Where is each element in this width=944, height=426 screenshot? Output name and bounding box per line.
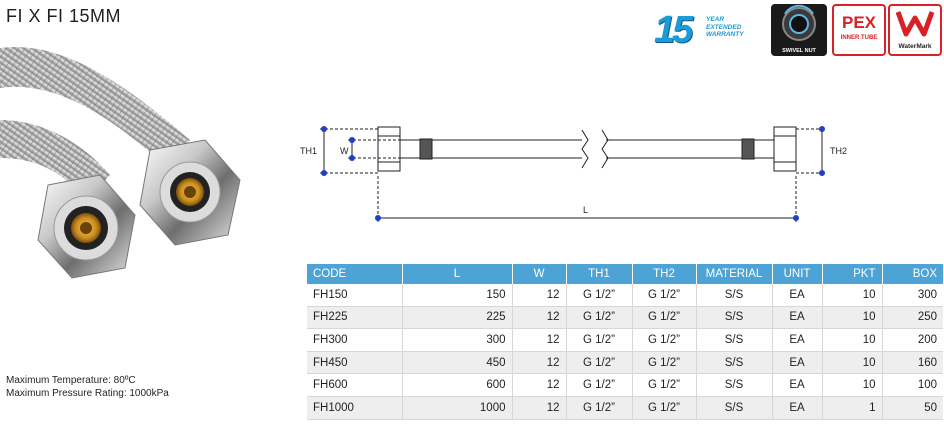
cell-material: S/S (696, 306, 773, 330)
cell-th1: G 1/2” (566, 284, 633, 307)
cell-code: FH150 (307, 284, 403, 307)
cell-th1: G 1/2” (566, 396, 633, 420)
warranty-text-line: YEAR (706, 16, 725, 23)
cell-unit: EA (772, 351, 823, 375)
max-pressure: Maximum Pressure Rating: 1000kPa (6, 388, 169, 399)
cell-pkt: 10 (822, 328, 883, 352)
th2-label: TH2 (830, 146, 847, 156)
cell-th1: G 1/2” (566, 351, 633, 375)
cell-th1: G 1/2” (566, 306, 633, 330)
cell-box: 160 (882, 351, 943, 375)
column-header-th1: TH1 (566, 264, 633, 284)
pex-sub-label: INNER TUBE (840, 35, 878, 41)
warranty-text: YEAR EXTENDED WARRANTY (706, 16, 764, 39)
cell-l: 300 (402, 328, 513, 352)
th1-label: TH1 (300, 146, 317, 156)
column-header-pkt: PKT (822, 264, 883, 284)
cell-code: FH225 (307, 306, 403, 330)
cell-w: 12 (512, 351, 567, 375)
cell-pkt: 10 (822, 306, 883, 330)
cell-w: 12 (512, 328, 567, 352)
cell-box: 300 (882, 284, 943, 307)
swivel-nut-label: SWIVEL NUT (782, 48, 816, 54)
cell-l: 600 (402, 373, 513, 397)
cell-material: S/S (696, 373, 773, 397)
cell-material: S/S (696, 328, 773, 352)
cell-unit: EA (772, 306, 823, 330)
cell-w: 12 (512, 396, 567, 420)
cell-l: 450 (402, 351, 513, 375)
specifications: Maximum Temperature: 80ºC Maximum Pressu… (6, 374, 169, 400)
cell-th1: G 1/2” (566, 373, 633, 397)
cell-w: 12 (512, 373, 567, 397)
cell-code: FH600 (307, 373, 403, 397)
watermark-badge: WaterMark (888, 4, 942, 56)
cell-th2: G 1/2” (632, 351, 697, 375)
l-label: L (583, 205, 588, 215)
cell-pkt: 10 (822, 351, 883, 375)
w-label: W (340, 146, 349, 156)
cell-code: FH300 (307, 328, 403, 352)
cell-l: 1000 (402, 396, 513, 420)
column-header-w: W (512, 264, 567, 284)
warranty-number: 15 (654, 9, 693, 51)
column-header-material: MATERIAL (696, 264, 773, 284)
cell-box: 100 (882, 373, 943, 397)
cell-th2: G 1/2” (632, 284, 697, 307)
cell-th2: G 1/2” (632, 396, 697, 420)
cell-unit: EA (772, 373, 823, 397)
page-title: FI X FI 15MM (6, 6, 122, 26)
pex-label: PEX (841, 13, 877, 32)
cell-unit: EA (772, 328, 823, 352)
warranty-text-line: WARRANTY (706, 31, 744, 38)
cell-material: S/S (696, 396, 773, 420)
certification-badges: 15 YEAR EXTENDED WARRANTY SWIVEL NUT PEX… (652, 4, 942, 56)
cell-l: 150 (402, 284, 513, 307)
cell-box: 200 (882, 328, 943, 352)
warranty-text-line: EXTENDED (706, 23, 742, 31)
swivel-nut-badge: SWIVEL NUT (771, 4, 827, 56)
column-header-l: L (402, 264, 513, 284)
pex-badge: PEX INNER TUBE (832, 4, 886, 56)
cell-code: FH1000 (307, 396, 403, 420)
cell-pkt: 10 (822, 284, 883, 307)
cell-code: FH450 (307, 351, 403, 375)
cell-box: 50 (882, 396, 943, 420)
dimension-diagram: TH1 W TH2 L (300, 126, 847, 222)
watermark-w-icon (895, 11, 935, 37)
cell-pkt: 1 (822, 396, 883, 420)
cell-material: S/S (696, 284, 773, 307)
cell-th2: G 1/2” (632, 328, 697, 352)
column-header-code: CODE (307, 264, 403, 284)
column-header-box: BOX (882, 264, 943, 284)
cell-material: S/S (696, 351, 773, 375)
column-header-unit: UNIT (772, 264, 823, 284)
cell-th2: G 1/2” (632, 373, 697, 397)
cell-unit: EA (772, 396, 823, 420)
cell-unit: EA (772, 284, 823, 307)
cell-box: 250 (882, 306, 943, 330)
warranty-badge: 15 YEAR EXTENDED WARRANTY (652, 8, 764, 52)
max-temperature: Maximum Temperature: 80ºC (6, 375, 136, 386)
cell-th2: G 1/2” (632, 306, 697, 330)
braided-hose-photo (0, 46, 241, 279)
cell-w: 12 (512, 284, 567, 307)
cell-w: 12 (512, 306, 567, 330)
cell-l: 225 (402, 306, 513, 330)
cell-th1: G 1/2” (566, 328, 633, 352)
swivel-nut-icon (782, 4, 816, 41)
cell-pkt: 10 (822, 373, 883, 397)
column-header-th2: TH2 (632, 264, 697, 284)
watermark-label: WaterMark (898, 43, 932, 50)
